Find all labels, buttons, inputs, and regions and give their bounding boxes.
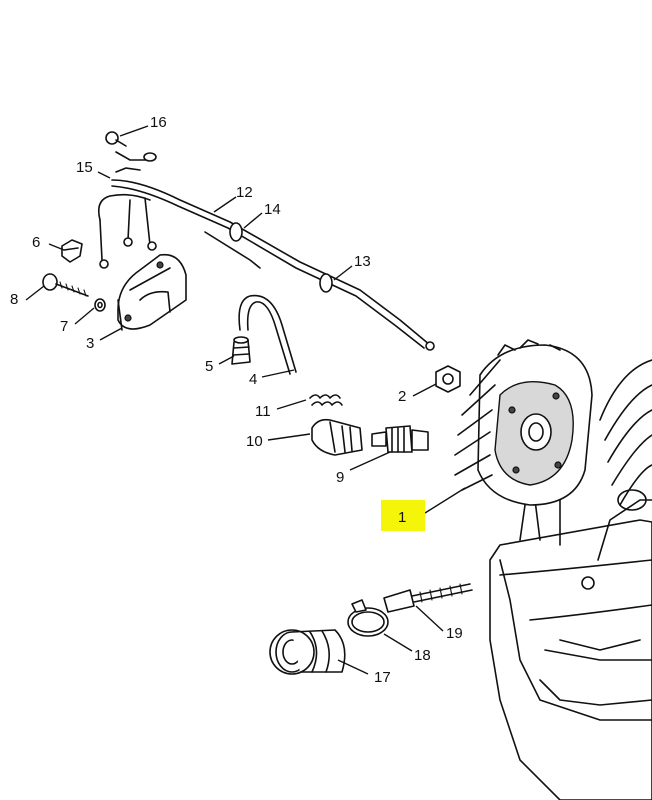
- callout-11: 11: [255, 403, 271, 420]
- callout-4: 4: [249, 371, 257, 388]
- wiring-harness-part: [97, 131, 435, 351]
- callout-labels: 1 2 3 4 5 6 7 8 9 10 11 12 13 14 15 16 1…: [10, 114, 463, 686]
- callout-2: 2: [398, 388, 406, 405]
- callout-12: 12: [236, 184, 253, 201]
- callout-1-highlight: [381, 500, 425, 531]
- callout-8: 8: [10, 291, 18, 308]
- hose-clamp-part: [347, 599, 389, 637]
- callout-17: 17: [374, 669, 391, 686]
- leader-lines: [25, 125, 466, 675]
- ignition-module-part: [117, 253, 187, 331]
- flywheel-part: [454, 339, 593, 506]
- callout-18: 18: [414, 647, 431, 664]
- nut-part: [435, 365, 461, 393]
- ignition-lead-part: [238, 294, 297, 375]
- sleeve-part: [231, 336, 251, 365]
- callout-16: 16: [150, 114, 167, 131]
- spark-plug-boot-part: [311, 418, 363, 456]
- callout-13: 13: [354, 253, 371, 270]
- callout-9: 9: [336, 469, 344, 486]
- screw-part: [42, 273, 89, 297]
- intake-boot-part: [269, 629, 346, 675]
- callout-19: 19: [446, 625, 463, 642]
- callout-1: 1: [398, 509, 406, 526]
- spark-plug-part: [371, 425, 429, 453]
- spring-part: [309, 394, 343, 406]
- clip-part: [61, 239, 83, 263]
- callout-5: 5: [205, 358, 213, 375]
- threaded-rod-part: [383, 583, 473, 613]
- callout-15: 15: [76, 159, 93, 176]
- engine-housing: [489, 359, 652, 800]
- callout-7: 7: [60, 318, 68, 335]
- callout-10: 10: [246, 433, 263, 450]
- callout-6: 6: [32, 234, 40, 251]
- callout-3: 3: [86, 335, 94, 352]
- callout-14: 14: [264, 201, 281, 218]
- washer-part: [94, 298, 106, 312]
